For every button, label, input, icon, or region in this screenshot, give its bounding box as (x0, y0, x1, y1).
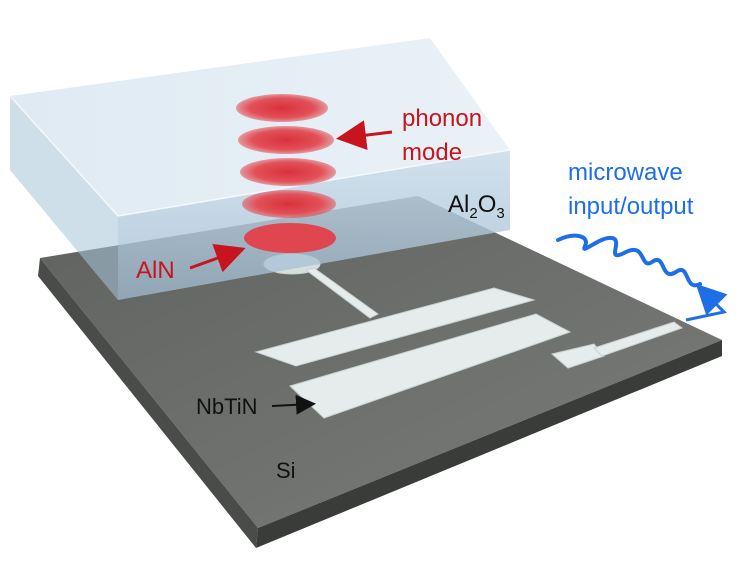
aln-arrow (189, 244, 246, 273)
nbtin-label: NbTiN (196, 394, 258, 419)
microwave-label-line2: input/output (568, 193, 694, 220)
phonon-label-line1: phonon (402, 105, 482, 132)
microwave-feed-arrow (685, 283, 728, 322)
phonon-arrow (336, 120, 393, 151)
nbtin-arrow (271, 394, 316, 415)
al2o3-label: Al2O3 (448, 191, 505, 222)
aln-label: AlN (136, 257, 175, 284)
aln-disc (244, 223, 336, 253)
microwave-label-line1: microwave (568, 159, 683, 186)
si-label: Si (276, 458, 296, 483)
phonon-mode (236, 94, 336, 218)
nbtin-resonator (254, 253, 684, 419)
phonon-label-line2: mode (402, 139, 462, 166)
microwave-wave (556, 233, 702, 288)
